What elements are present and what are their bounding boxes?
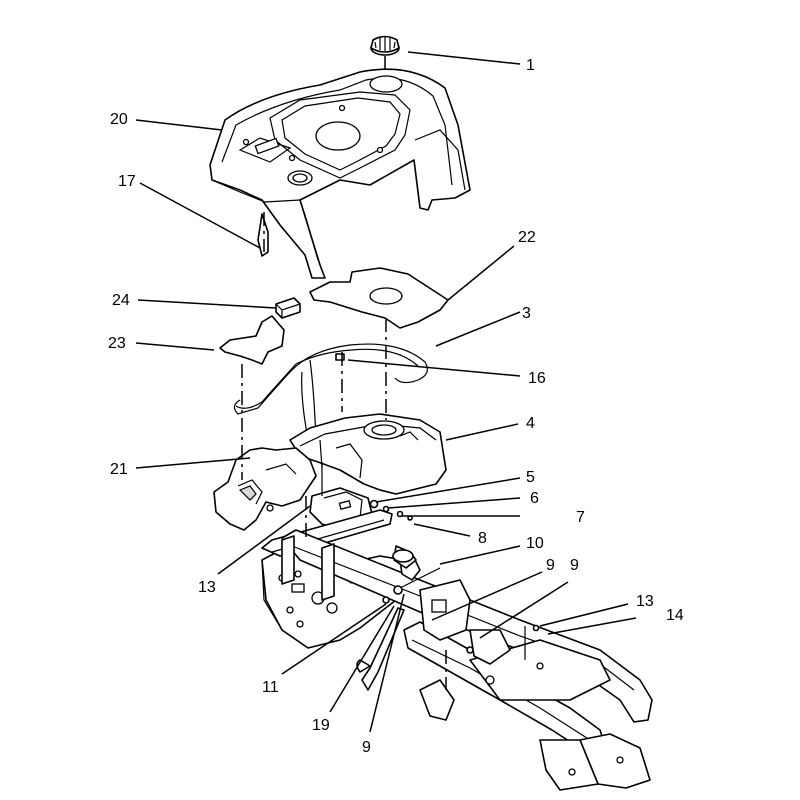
callout-1: 1	[526, 57, 535, 74]
callout-11: 11	[262, 679, 279, 696]
callout-17: 17	[118, 173, 136, 190]
leader-lines	[135, 51, 637, 733]
callout-9a: 9	[546, 557, 555, 574]
callout-9c: 9	[362, 739, 371, 756]
callout-4: 4	[526, 415, 535, 432]
callout-23: 23	[108, 335, 126, 352]
callout-13a: 13	[198, 579, 216, 596]
callout-6: 6	[530, 490, 539, 507]
callout-16: 16	[528, 370, 546, 387]
assembly-lines	[241, 212, 447, 690]
callout-10: 10	[526, 535, 544, 552]
callout-21: 21	[110, 461, 128, 478]
callout-8: 8	[478, 530, 487, 547]
callout-3: 3	[522, 305, 531, 322]
fuel-cap[interactable]	[370, 35, 400, 79]
side-plate[interactable]	[219, 315, 285, 365]
fuel-tank-plate[interactable]	[309, 267, 449, 329]
hood-fender[interactable]	[209, 68, 471, 279]
fuel-tank[interactable]	[289, 413, 447, 495]
tank-support-bracket[interactable]	[213, 447, 317, 531]
callout-13b: 13	[636, 593, 654, 610]
callout-20: 20	[110, 111, 128, 128]
callout-22: 22	[518, 229, 536, 246]
callout-9b: 9	[570, 557, 579, 574]
callout-numbers: 1 20 17 22 24 3 23 16 4 21 5 6 7 8 10 9 …	[108, 57, 684, 756]
callout-5: 5	[526, 469, 535, 486]
callout-24: 24	[112, 292, 130, 309]
bumper-block[interactable]	[275, 297, 301, 319]
main-frame[interactable]	[261, 509, 653, 791]
callout-14: 14	[666, 607, 684, 624]
callout-7: 7	[576, 509, 585, 526]
callout-19: 19	[312, 717, 330, 734]
mount-hardware[interactable]	[369, 499, 413, 521]
